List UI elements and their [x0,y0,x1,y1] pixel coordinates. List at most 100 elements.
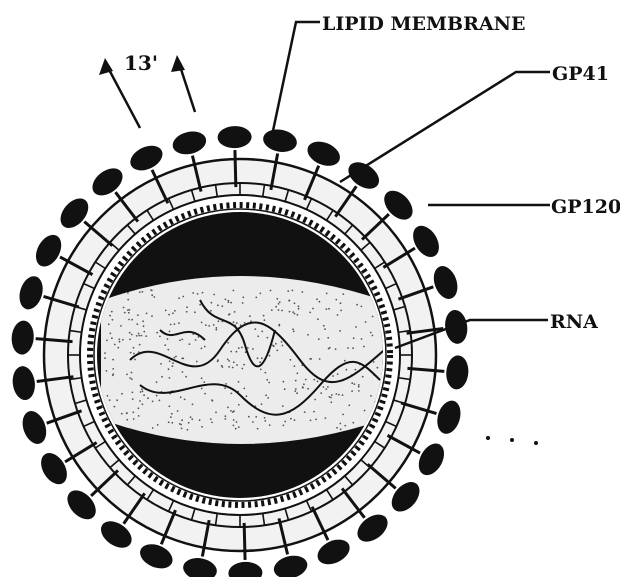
stipple-dot [294,390,296,392]
stipple-dot [284,388,286,390]
stipple-dot [184,399,186,401]
stipple-dot [185,376,187,378]
stipple-dot [296,372,298,374]
stipple-dot [205,324,207,326]
stipple-dot [294,419,296,421]
stipple-dot [188,422,190,424]
stipple-dot [238,381,240,383]
stipple-dot [263,315,265,317]
stipple-dot [138,335,140,337]
stipple-dot [187,429,189,431]
stipple-dot [325,417,327,419]
stipple-dot [348,404,350,406]
stipple-dot [177,410,179,412]
stipple-dot [264,420,266,422]
stipple-dot [215,329,217,331]
stipple-dot [138,333,140,335]
stipple-dot [129,428,131,430]
stipple-dot [298,308,300,310]
stipple-dot [201,388,203,390]
stipple-dot [293,331,295,333]
gp120-knob [304,137,344,170]
gp120-knob [87,163,127,201]
stipple-dot [112,359,114,361]
stipple-dot [257,335,259,337]
stipple-dot [337,373,339,375]
stipple-dot [227,359,229,361]
stipple-dot [141,335,143,337]
stipple-dot [279,301,281,303]
stipple-dot [316,298,318,300]
stipple-dot [132,398,134,400]
stipple-dot [121,413,123,415]
stipple-dot [123,307,125,309]
stipple-dot [228,360,230,362]
stipple-dot [330,401,332,403]
stipple-dot [126,413,128,415]
stipple-dot [303,383,305,385]
stipple-dot [353,337,355,339]
stipple-dot [168,421,170,423]
stipple-dot [301,291,303,293]
stray-dots [486,436,538,445]
stipple-dot [278,303,280,305]
stipple-dot [122,339,124,341]
stipple-dot [156,395,158,397]
stipple-dot [252,421,254,423]
stipple-dot [131,372,133,374]
stipple-dot [249,315,251,317]
gp120-knob [217,126,252,149]
stipple-dot [243,388,245,390]
stipple-dot [232,367,234,369]
stipple-dot [109,315,111,317]
stipple-dot [346,369,348,371]
stipple-dot [114,344,116,346]
stipple-dot [221,305,223,307]
gp120-knob [31,231,67,271]
stipple-dot [358,386,360,388]
stipple-dot [372,335,374,337]
stipple-dot [283,425,285,427]
stipple-dot [142,403,144,405]
stipple-dot [142,391,144,393]
stipple-dot [271,309,273,311]
stipple-dot [126,419,128,421]
stipple-dot [344,360,346,362]
stipple-dot [112,368,114,370]
stipple-dot [172,365,174,367]
stipple-dot [347,347,349,349]
stipple-dot [127,309,129,311]
stipple-dot [190,416,192,418]
stipple-dot [213,294,215,296]
stipple-dot [340,310,342,312]
stipple-dot [171,413,173,415]
stipple-dot [264,417,266,419]
gp120-knob [445,355,470,391]
stipple-dot [324,328,326,330]
stipple-dot [295,388,297,390]
stipple-dot [336,427,338,429]
stipple-dot [238,404,240,406]
stipple-dot [335,393,337,395]
stipple-dot [313,411,315,413]
stipple-dot [168,314,170,316]
stipple-dot [265,372,267,374]
stipple-dot [116,399,118,401]
stipple-dot [151,290,153,292]
stipple-dot [172,312,174,314]
stipple-dot [233,410,235,412]
stipple-dot [255,297,257,299]
stipple-dot [236,322,238,324]
stipple-dot [282,405,284,407]
stipple-dot [119,341,121,343]
stipple-dot [146,313,148,315]
stipple-dot [284,421,286,423]
stipple-dot [198,336,200,338]
stipple-dot [373,361,375,363]
scale-label: 13' [124,51,158,75]
stipple-dot [246,395,248,397]
stipple-dot [210,418,212,420]
stipple-dot [201,348,203,350]
stipple-dot [129,339,131,341]
stipple-dot [235,428,237,430]
